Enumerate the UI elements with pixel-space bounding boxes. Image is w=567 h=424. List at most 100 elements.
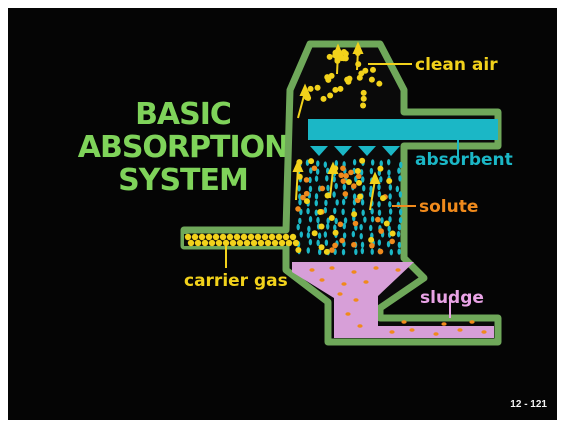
gas-particle (220, 234, 226, 240)
absorbent-droplet (379, 176, 382, 182)
absorbent-droplet (315, 200, 318, 206)
gas-particle (209, 240, 215, 246)
carrier-gas-label: carrier gas (184, 271, 288, 291)
solute-particle (375, 217, 381, 223)
sludge-particle (409, 328, 414, 332)
solute-particle (304, 191, 310, 197)
gas-particle (360, 102, 366, 108)
gas-particle (192, 234, 198, 240)
solute-particle (343, 191, 349, 197)
absorbent-droplet (361, 248, 364, 254)
absorbent-droplet (309, 216, 312, 222)
absorbent-droplet (363, 216, 366, 222)
gas-particle (276, 234, 282, 240)
gas-particle (346, 76, 352, 82)
absorbent-droplet (387, 169, 390, 175)
solute-particle (353, 221, 359, 227)
gas-particle (356, 180, 362, 186)
absorbent-droplet (300, 231, 303, 237)
sludge-particle (341, 282, 346, 286)
sludge-particle (433, 332, 438, 336)
sludge-particle (337, 292, 342, 296)
title-line-3: SYSTEM (118, 163, 248, 198)
gas-particle (262, 234, 268, 240)
gas-particle (359, 158, 365, 164)
absorbent-droplet (377, 184, 380, 190)
absorbent-droplet (387, 159, 390, 165)
gas-particle (346, 179, 352, 185)
solute-particle (295, 206, 301, 212)
gas-particle (370, 67, 376, 73)
absorbent-droplet (399, 217, 402, 223)
gas-particle (286, 240, 292, 246)
absorbent-droplet (398, 175, 401, 181)
gas-particle (317, 209, 323, 215)
title-line-2: ABSORPTION (78, 130, 289, 165)
gas-particle (265, 240, 271, 246)
solute-particle (319, 186, 325, 192)
absorbent-droplet (370, 168, 373, 174)
absorbent-droplet (342, 249, 345, 255)
absorbent-droplet (359, 224, 362, 230)
gas-particle (255, 234, 261, 240)
gas-particle (283, 234, 289, 240)
gas-particle (227, 234, 233, 240)
gas-particle (376, 81, 382, 87)
solute-particle (338, 222, 344, 228)
sludge-particle (457, 328, 462, 332)
absorbent-droplet (396, 186, 399, 192)
absorbent-droplet (371, 249, 374, 255)
absorbent-droplet (388, 226, 391, 232)
gas-particle (327, 54, 333, 60)
sludge-label: sludge (420, 288, 484, 308)
absorbent-droplet (360, 233, 363, 239)
gas-particle (308, 158, 314, 164)
absorbent-droplet (297, 185, 300, 191)
absorbent-droplet (335, 199, 338, 205)
absorbent-label: absorbent (415, 150, 513, 170)
absorbent-droplet (397, 168, 400, 174)
absorbent-droplet (315, 175, 318, 181)
absorbent-droplet (298, 199, 301, 205)
solute-label: solute (419, 197, 478, 217)
absorbent-pipe (308, 119, 498, 140)
gas-particle (332, 87, 338, 93)
absorbent-droplet (307, 232, 310, 238)
gas-particle (357, 75, 363, 81)
absorbent-droplet (324, 200, 327, 206)
solute-particle (351, 183, 357, 189)
gas-particle (199, 234, 205, 240)
gas-particle (195, 240, 201, 246)
sludge-particle (319, 278, 324, 282)
gas-particle (369, 77, 375, 83)
absorbent-droplet (297, 224, 300, 230)
gas-particle (337, 86, 343, 92)
absorbent-droplet (378, 209, 381, 215)
absorbent-droplet (390, 249, 393, 255)
absorbent-droplet (344, 217, 347, 223)
absorbent-droplet (397, 202, 400, 208)
sludge-particle (481, 330, 486, 334)
absorbent-droplet (361, 199, 364, 205)
solute-particle (389, 239, 395, 245)
sludge-particle (309, 268, 314, 272)
gas-particle (319, 244, 325, 250)
absorbent-droplet (397, 231, 400, 237)
absorbent-droplet (343, 232, 346, 238)
absorbent-droplet (309, 239, 312, 245)
solute-particle (339, 238, 345, 244)
gas-particle (377, 166, 383, 172)
absorbent-droplet (298, 218, 301, 224)
absorbent-droplet (315, 193, 318, 199)
gas-particle (351, 211, 357, 217)
sludge-particle (401, 320, 406, 324)
absorbent-droplet (398, 224, 401, 230)
absorbent-droplet (399, 191, 402, 197)
absorbent-droplet (335, 183, 338, 189)
gas-particle (248, 234, 254, 240)
absorbent-droplet (389, 184, 392, 190)
absorbent-droplet (378, 191, 381, 197)
absorbent-droplet (371, 159, 374, 165)
sludge-particle (357, 324, 362, 328)
gas-particle (380, 195, 386, 201)
